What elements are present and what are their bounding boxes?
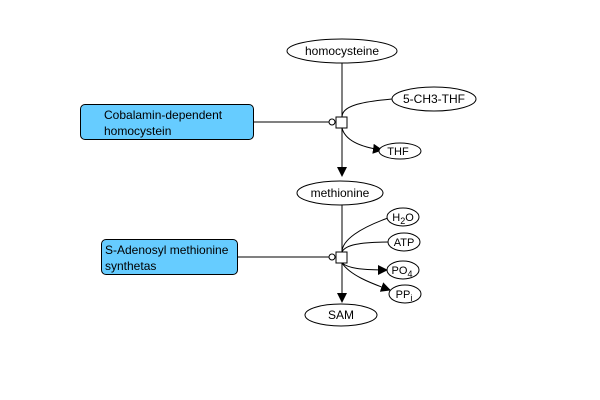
enzyme-label-line1: S-Adenosyl methionine (105, 243, 229, 257)
enzyme-cobalamin-dependent-homocystein[interactable]: Cobalamin-dependent homocystein (80, 104, 254, 140)
edge-reaction2-to-po4 (341, 262, 388, 275)
species-thf-label: THF (387, 146, 409, 158)
enzyme-s-adenosyl-methionine-synthetas[interactable]: S-Adenosyl methionine synthetas (101, 239, 238, 275)
species-po4-label: PO4 (392, 265, 413, 279)
species-atp[interactable] (387, 232, 421, 252)
enzyme-label-line2: synthetas (105, 259, 157, 273)
species-thf[interactable] (378, 142, 422, 160)
species-atp-label: ATP (394, 237, 415, 249)
species-ppi-label: PPi (396, 289, 413, 303)
catalysis-marker-1 (328, 118, 336, 126)
species-methionine[interactable] (296, 180, 384, 206)
enzyme-label-line1: Cobalamin-dependent (104, 108, 223, 122)
species-homocysteine-label: homocysteine (305, 44, 379, 58)
species-sam[interactable] (304, 303, 378, 327)
species-methionine-label: methionine (311, 186, 370, 200)
species-h2o-label: H2O (392, 212, 414, 226)
species-5-ch3-thf-label: 5-CH3-THF (403, 92, 465, 106)
species-ppi[interactable] (388, 284, 422, 304)
species-sam-label: SAM (328, 308, 354, 322)
edge-reaction2-to-ppi (341, 262, 391, 292)
edge-h2o-to-reaction2 (341, 217, 389, 253)
edge-atp-to-reaction2 (341, 241, 390, 253)
edge-reaction1-to-thf (341, 127, 383, 154)
edge-5ch3thf-to-reaction1 (341, 98, 393, 118)
species-po4[interactable] (386, 260, 420, 280)
catalysis-marker-2 (328, 253, 336, 261)
species-5-ch3-thf[interactable] (391, 86, 477, 112)
species-homocysteine[interactable] (286, 38, 398, 64)
reaction-node-1[interactable] (335, 116, 348, 129)
enzyme-label-line2: homocystein (104, 124, 172, 138)
reaction-node-2[interactable] (335, 251, 348, 264)
species-h2o[interactable] (386, 207, 420, 227)
